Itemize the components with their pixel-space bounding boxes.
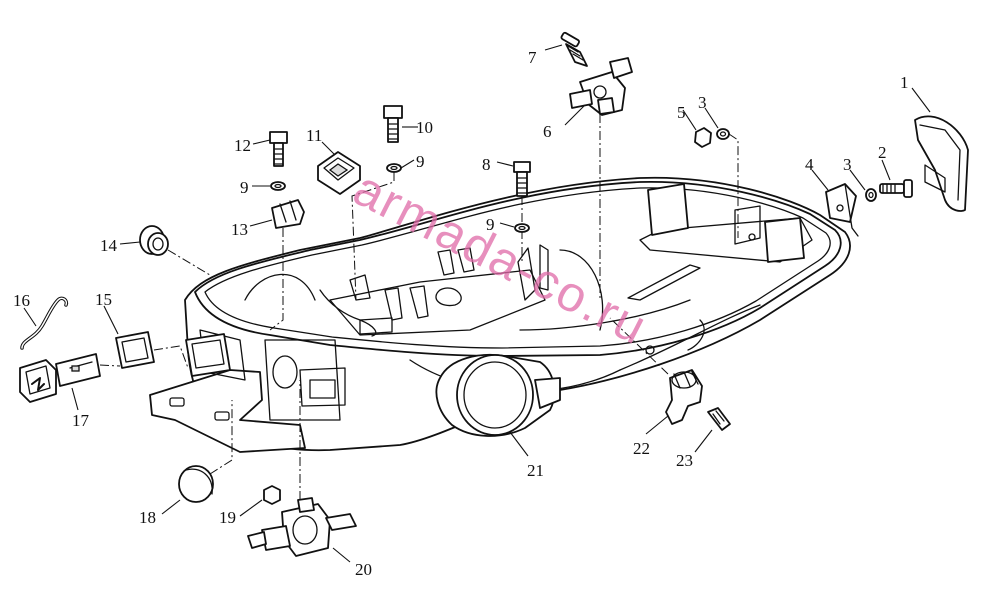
callout-22: 22 xyxy=(633,439,650,458)
callout-18: 18 xyxy=(139,508,156,527)
callout-8: 8 xyxy=(482,155,491,174)
callout-15: 15 xyxy=(95,290,112,309)
callout-16: 16 xyxy=(13,291,30,310)
callout-19: 19 xyxy=(219,508,236,527)
part-15-seal xyxy=(103,305,231,377)
callout-9-left: 9 xyxy=(240,178,249,197)
part-7-screw xyxy=(544,31,588,67)
part-1-latch-handle xyxy=(911,87,969,212)
callout-3-right: 3 xyxy=(843,155,852,174)
part-23-screw xyxy=(694,407,731,453)
callout-9-center: 9 xyxy=(486,215,495,234)
part-9-washer-center xyxy=(499,222,530,233)
callout-12: 12 xyxy=(234,136,251,155)
part-9-washer-mid xyxy=(351,159,415,301)
lower-cowl xyxy=(149,176,851,453)
part-12-bolt xyxy=(252,131,288,167)
callout-23: 23 xyxy=(676,451,693,470)
part-14-plug xyxy=(119,225,211,276)
part-13-clip xyxy=(249,199,305,331)
part-19-nut xyxy=(239,485,281,517)
callout-6: 6 xyxy=(543,122,552,141)
part-20-fuel-connector xyxy=(247,380,357,563)
part-10-bolt xyxy=(383,105,418,143)
part-8-bolt xyxy=(496,161,531,262)
callout-2: 2 xyxy=(878,143,887,162)
part-11-grommet xyxy=(317,141,361,195)
part-2-screw xyxy=(879,159,913,198)
callout-1: 1 xyxy=(900,73,909,92)
callout-9-mid: 9 xyxy=(416,152,425,171)
part-5-nut xyxy=(682,109,712,148)
part-17-switch xyxy=(19,353,121,411)
callout-labels: 1 2 3 3 4 5 6 7 8 9 9 9 10 11 12 13 14 1… xyxy=(13,48,909,579)
callout-17: 17 xyxy=(72,411,90,430)
part-3-washer-left xyxy=(704,107,739,238)
part-18-cap xyxy=(161,400,233,515)
callout-10: 10 xyxy=(416,118,433,137)
callout-5: 5 xyxy=(677,103,686,122)
part-9-washer-left xyxy=(252,181,286,191)
callout-14: 14 xyxy=(100,236,118,255)
callout-3-left: 3 xyxy=(698,93,707,112)
callout-13: 13 xyxy=(231,220,248,239)
part-3-washer-right xyxy=(849,169,877,202)
callout-11: 11 xyxy=(306,126,322,145)
part-4-bracket xyxy=(811,169,859,237)
callout-20: 20 xyxy=(355,560,372,579)
callout-7: 7 xyxy=(528,48,537,67)
part-6-fuel-connector xyxy=(564,57,633,300)
part-16-wire xyxy=(20,296,69,350)
callout-21: 21 xyxy=(527,461,544,480)
callout-4: 4 xyxy=(805,155,814,174)
part-22-knob xyxy=(609,317,703,435)
